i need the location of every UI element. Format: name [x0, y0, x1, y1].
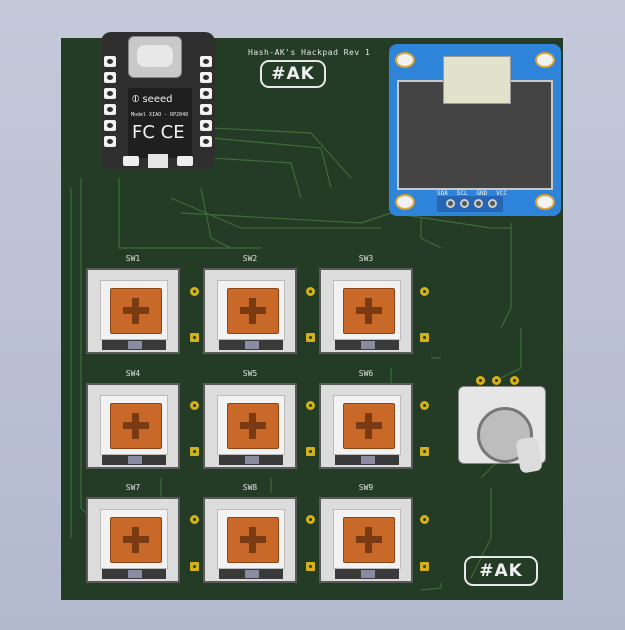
mcu-pin: [104, 120, 116, 131]
key-switch-sw7: SW7: [86, 483, 180, 583]
switch-label: SW5: [242, 369, 258, 378]
key-switch-sw9: SW9: [319, 483, 413, 583]
encoder-pad: [510, 376, 519, 385]
diode-pad: [190, 401, 199, 410]
switch-label: SW4: [125, 369, 141, 378]
switch-label: SW7: [125, 483, 141, 492]
diode-pad: [190, 562, 199, 571]
key-switch-sw2: SW2: [203, 254, 297, 354]
hash-ak-logo-top: #AK: [260, 60, 326, 88]
oled-pin-header: [437, 196, 503, 212]
mcu-led-area: [148, 154, 168, 168]
diode-pad: [306, 333, 315, 342]
boot-button: [123, 156, 139, 166]
oled-flex-cable: [443, 56, 511, 104]
mount-hole: [535, 194, 555, 210]
key-switch-sw6: SW6: [319, 369, 413, 469]
mcu-pin: [200, 136, 212, 147]
mx-stem-icon: [123, 298, 149, 324]
xiao-rp2040-module: ⦶ seeed Model XIAO - RP2040 FC CE: [101, 32, 215, 170]
mx-stem-icon: [123, 527, 149, 553]
diode-pad: [420, 287, 429, 296]
mx-stem-icon: [356, 298, 382, 324]
switch-label: SW1: [125, 254, 141, 263]
key-switch-sw4: SW4: [86, 369, 180, 469]
switch-label: SW6: [358, 369, 374, 378]
mx-stem-icon: [240, 413, 266, 439]
diode-pad: [420, 333, 429, 342]
diode-pad: [420, 447, 429, 456]
switch-label: SW9: [358, 483, 374, 492]
mcu-pin: [200, 72, 212, 83]
rotary-encoder: [458, 376, 546, 474]
board-title: Hash-AK's Hackpad Rev 1: [248, 48, 371, 57]
key-switch-sw3: SW3: [319, 254, 413, 354]
mx-stem-icon: [356, 527, 382, 553]
encoder-pad: [492, 376, 501, 385]
diode-pad: [306, 515, 315, 524]
key-switch-sw5: SW5: [203, 369, 297, 469]
switch-label: SW2: [242, 254, 258, 263]
key-switch-sw1: SW1: [86, 254, 180, 354]
diode-pad: [190, 287, 199, 296]
usb-c-connector: [128, 36, 182, 78]
diode-pad: [420, 401, 429, 410]
switch-label: SW8: [242, 483, 258, 492]
mx-stem-icon: [240, 298, 266, 324]
mx-stem-icon: [356, 413, 382, 439]
diode-pad: [190, 447, 199, 456]
mount-hole: [535, 52, 555, 68]
mcu-pin: [104, 88, 116, 99]
mcu-pin: [200, 104, 212, 115]
diode-pad: [306, 401, 315, 410]
mount-hole: [395, 52, 415, 68]
hash-ak-logo-bottom: #AK: [464, 556, 538, 586]
mx-stem-icon: [123, 413, 149, 439]
mcu-pin: [104, 136, 116, 147]
mcu-pin: [200, 88, 212, 99]
switch-label: SW3: [358, 254, 374, 263]
diode-pad: [306, 562, 315, 571]
diode-pad: [190, 515, 199, 524]
mcu-model-text: Model XIAO - RP2040: [131, 112, 189, 118]
mcu-pin: [104, 56, 116, 67]
mcu-shield: ⦶ seeed Model XIAO - RP2040 FC CE: [128, 88, 192, 158]
mcu-pin: [104, 104, 116, 115]
diode-pad: [306, 447, 315, 456]
mcu-pin: [200, 120, 212, 131]
key-switch-sw8: SW8: [203, 483, 297, 583]
mcu-pin: [200, 56, 212, 67]
diode-pad: [190, 333, 199, 342]
diode-pad: [420, 562, 429, 571]
diode-pad: [420, 515, 429, 524]
mount-hole: [395, 194, 415, 210]
cert-marks: FC CE: [132, 122, 185, 143]
mcu-pin: [104, 72, 116, 83]
encoder-pad: [476, 376, 485, 385]
rotary-encoder-icon: [477, 407, 543, 474]
diode-pad: [306, 287, 315, 296]
copper-traces: [70, 127, 522, 591]
reset-button: [177, 156, 193, 166]
seeed-logo: ⦶ seeed: [132, 94, 173, 105]
mx-stem-icon: [240, 527, 266, 553]
